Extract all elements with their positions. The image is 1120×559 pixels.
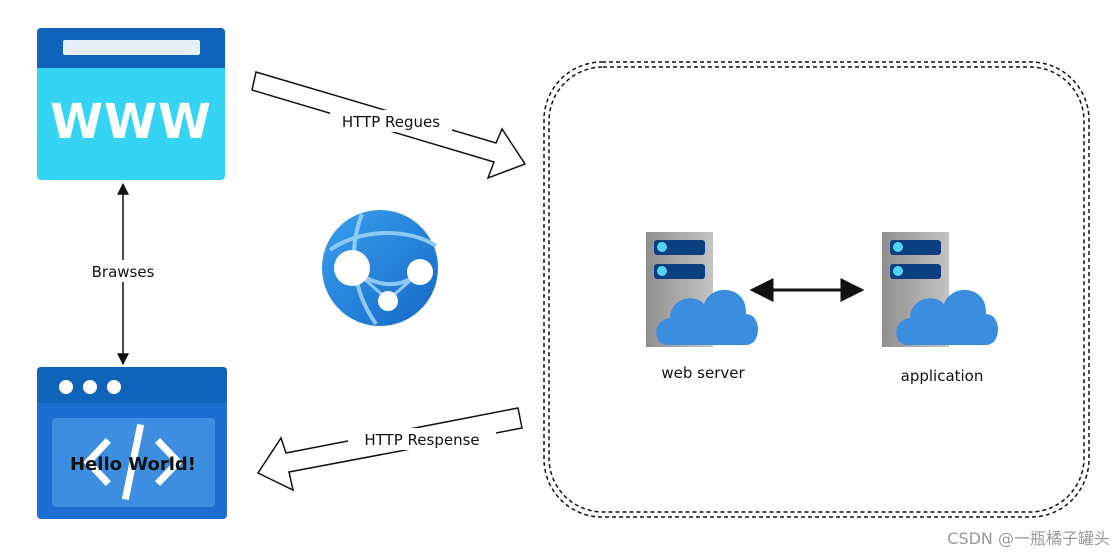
application-server-icon: application xyxy=(882,232,998,385)
code-brackets-icon xyxy=(83,423,183,501)
window-dot-icon xyxy=(83,380,97,394)
browses-label-bg xyxy=(84,260,162,282)
globe-network-icon xyxy=(322,210,438,326)
browses-label: Brawses xyxy=(92,263,155,281)
browser-www-icon: WWW xyxy=(37,28,225,180)
www-label: WWW xyxy=(50,94,212,150)
window-dot-icon xyxy=(59,380,73,394)
web-server-icon: web server xyxy=(646,232,758,382)
address-bar xyxy=(63,40,200,55)
browses-connector: Brawses xyxy=(84,182,162,366)
http-request-label: HTTP Regues xyxy=(342,113,440,131)
web-server-label: web server xyxy=(661,364,745,382)
server-group-container xyxy=(543,61,1090,518)
hello-world-label: Hello World! xyxy=(70,454,196,475)
http-response-arrow: HTTP Respense xyxy=(256,407,523,492)
http-request-arrow: HTTP Regues xyxy=(251,71,527,180)
watermark-text: CSDN @一瓶橘子罐头 xyxy=(947,529,1110,548)
http-response-label: HTTP Respense xyxy=(364,431,479,449)
cloud-icon xyxy=(656,289,758,345)
response-label-bg xyxy=(348,428,496,450)
request-label-bg xyxy=(330,110,452,132)
window-dot-icon xyxy=(107,380,121,394)
application-label: application xyxy=(901,367,984,385)
browser-code-icon: Hello World! xyxy=(37,367,227,519)
cloud-icon xyxy=(896,289,998,345)
